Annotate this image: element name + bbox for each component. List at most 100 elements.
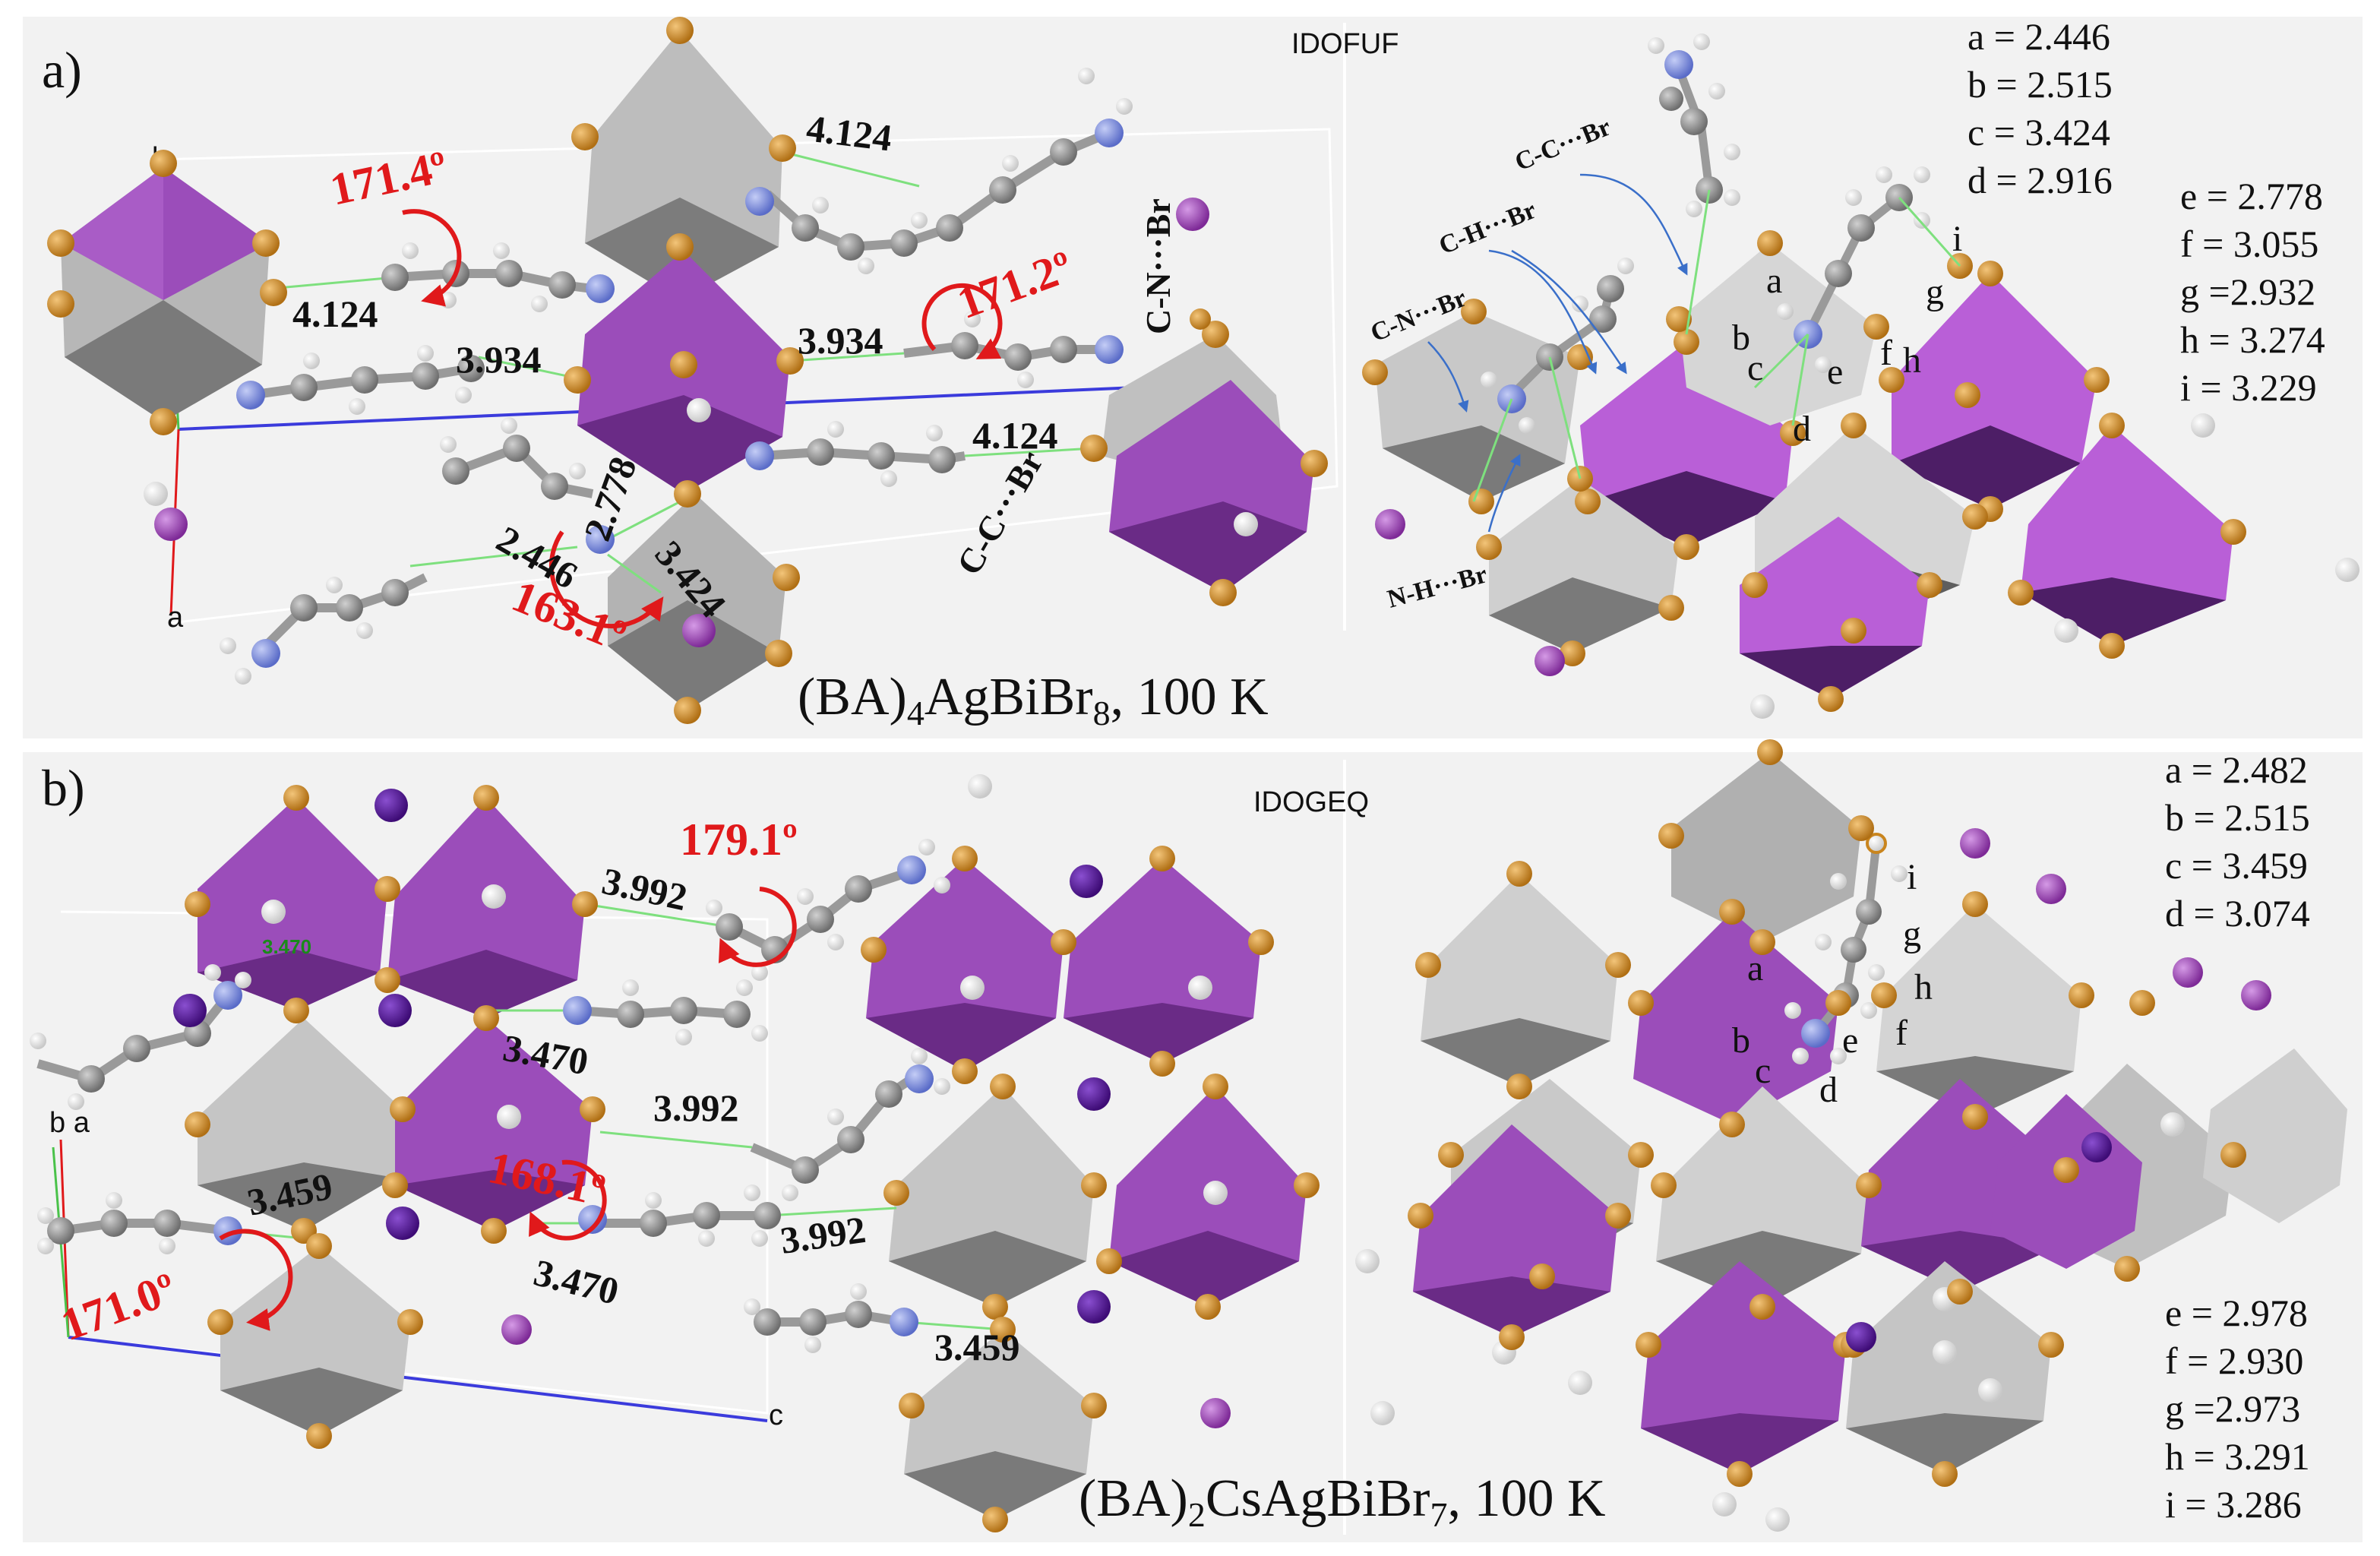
distance-label: 4.124 xyxy=(804,106,894,159)
point-label: g xyxy=(1926,272,1944,312)
svg-text:f = 2.930: f = 2.930 xyxy=(2165,1339,2303,1382)
point-label: a xyxy=(1747,948,1763,988)
svg-text:i = 3.286: i = 3.286 xyxy=(2165,1483,2302,1526)
angle-arc-179-1 xyxy=(719,887,797,967)
point-label: f xyxy=(1895,1013,1907,1053)
octahedron xyxy=(1641,1413,1838,1474)
annotation-arrows xyxy=(1427,173,1688,533)
hbond-lines-b xyxy=(227,903,1004,1331)
point-label: c xyxy=(1747,348,1763,388)
octahedron xyxy=(1489,577,1671,653)
point-label: d xyxy=(1793,409,1811,449)
octahedron xyxy=(1876,1056,2074,1117)
octahedron xyxy=(220,1368,403,1436)
octahedron xyxy=(2203,1048,2347,1223)
purple-atoms-b xyxy=(501,1314,1231,1428)
formula-a: (BA)4AgBiBr8, 100 K xyxy=(798,668,1269,732)
params-top-b: a = 2.482 b = 2.515 c = 3.459 d = 3.074 xyxy=(2165,748,2310,935)
purple-atoms-b-right xyxy=(1960,828,2271,1010)
point-label: i xyxy=(1907,857,1917,897)
panel-b-right-structure: a b c d e f g h i xyxy=(1355,739,2347,1532)
params-bottom-b: e = 2.978 f = 2.930 g =2.973 h = 3.291 i… xyxy=(2165,1292,2310,1526)
bromide-atoms xyxy=(47,17,1328,724)
octahedron-left-dark xyxy=(65,300,262,422)
octahedron-left-face xyxy=(163,167,270,300)
right-purple-atoms xyxy=(1375,509,1565,676)
bond-type-label: C-N···Br xyxy=(1139,198,1177,334)
octahedron xyxy=(1413,1276,1610,1337)
angle-arc-171-0 xyxy=(219,1229,293,1331)
octahedron xyxy=(387,798,585,1018)
angle-arc-171-2 xyxy=(921,283,1003,359)
octahedron xyxy=(1064,1003,1253,1064)
distance-label: 3.934 xyxy=(456,338,542,381)
svg-text:c = 3.459: c = 3.459 xyxy=(2165,844,2308,887)
svg-text:d = 3.074: d = 3.074 xyxy=(2165,892,2310,935)
svg-text:e = 2.778: e = 2.778 xyxy=(2180,175,2323,217)
point-label: h xyxy=(1903,340,1921,381)
octahedron xyxy=(198,950,380,1010)
params-top-a: a = 2.446 b = 2.515 c = 3.424 d = 2.916 xyxy=(1968,15,2113,201)
octahedron xyxy=(889,1231,1086,1307)
point-label: i xyxy=(1952,219,1962,259)
distance-label: 3.992 xyxy=(653,1086,739,1129)
point-label: b xyxy=(1732,318,1750,358)
svg-text:i = 3.229: i = 3.229 xyxy=(2180,366,2317,409)
svg-text:b = 2.515: b = 2.515 xyxy=(2165,796,2310,839)
octahedron-bottom-dark xyxy=(608,600,779,710)
octahedron xyxy=(1740,646,1922,699)
point-label: g xyxy=(1903,914,1921,954)
octahedron xyxy=(866,1003,1056,1071)
bromides-b xyxy=(185,785,1320,1532)
point-label: d xyxy=(1819,1070,1838,1110)
point-label: b xyxy=(1732,1020,1750,1061)
octahedron xyxy=(1656,1231,1861,1307)
distance-label: 4.124 xyxy=(972,414,1058,457)
nitrogen-atoms xyxy=(236,119,1124,668)
svg-text:f = 3.055: f = 3.055 xyxy=(2180,223,2318,265)
panel-b-left-structure: b a c xyxy=(30,774,1320,1532)
octahedron-left-face2 xyxy=(61,167,163,300)
panel-a-right-structure: C-C···Br C-H···Br C-N···Br N-H···Br a b … xyxy=(1362,33,2359,719)
point-label: h xyxy=(1914,967,1933,1007)
structure-code-a: IDOFUF xyxy=(1291,28,1399,60)
octahedron xyxy=(2021,577,2226,646)
distance-label: 4.124 xyxy=(292,293,378,335)
distance-label-small: 3.470 xyxy=(262,935,311,958)
hbond-lines xyxy=(269,150,1095,594)
panel-label-a: a) xyxy=(42,41,82,99)
panel-label-b: b) xyxy=(42,759,85,817)
point-label: e xyxy=(1827,352,1843,392)
hydrogens-b-right xyxy=(1355,833,2185,1532)
svg-text:a = 2.482: a = 2.482 xyxy=(2165,748,2308,791)
structure-code-b: IDOGEQ xyxy=(1253,786,1369,818)
point-label: f xyxy=(1880,333,1892,373)
svg-text:h = 3.274: h = 3.274 xyxy=(2180,318,2325,361)
unit-cell-axis-c xyxy=(68,1336,768,1422)
right-hydrogens xyxy=(1481,33,2359,719)
svg-text:d = 2.916: d = 2.916 xyxy=(1968,159,2113,201)
octahedron-center-bi-dark xyxy=(577,395,782,494)
angle-arc-163-1 xyxy=(549,530,664,628)
distance-label: 3.934 xyxy=(798,319,883,362)
svg-text:e = 2.978: e = 2.978 xyxy=(2165,1292,2308,1334)
axis-label-ba: b a xyxy=(49,1107,90,1139)
octahedron xyxy=(1892,425,2081,509)
iodine-purple-atoms xyxy=(154,198,1209,647)
carbon-atoms xyxy=(290,138,1077,621)
angle-label: 179.1º xyxy=(680,814,798,865)
octahedron xyxy=(1109,1231,1299,1307)
octahedron xyxy=(387,950,577,1018)
svg-text:h = 3.291: h = 3.291 xyxy=(2165,1435,2310,1478)
params-side-a: e = 2.778 f = 3.055 g =2.932 h = 3.274 i… xyxy=(2180,175,2325,409)
svg-text:b = 2.515: b = 2.515 xyxy=(1968,63,2113,106)
svg-text:a = 2.446: a = 2.446 xyxy=(1968,15,2110,58)
distance-label: 3.459 xyxy=(934,1326,1020,1368)
cesium-b-right xyxy=(1846,1132,2112,1352)
octahedron xyxy=(1671,752,1861,942)
octahedron xyxy=(1633,912,1838,1124)
svg-text:c = 3.424: c = 3.424 xyxy=(1968,111,2110,153)
nitrogens-b-right xyxy=(1801,1019,1830,1048)
point-label: e xyxy=(1842,1020,1858,1061)
